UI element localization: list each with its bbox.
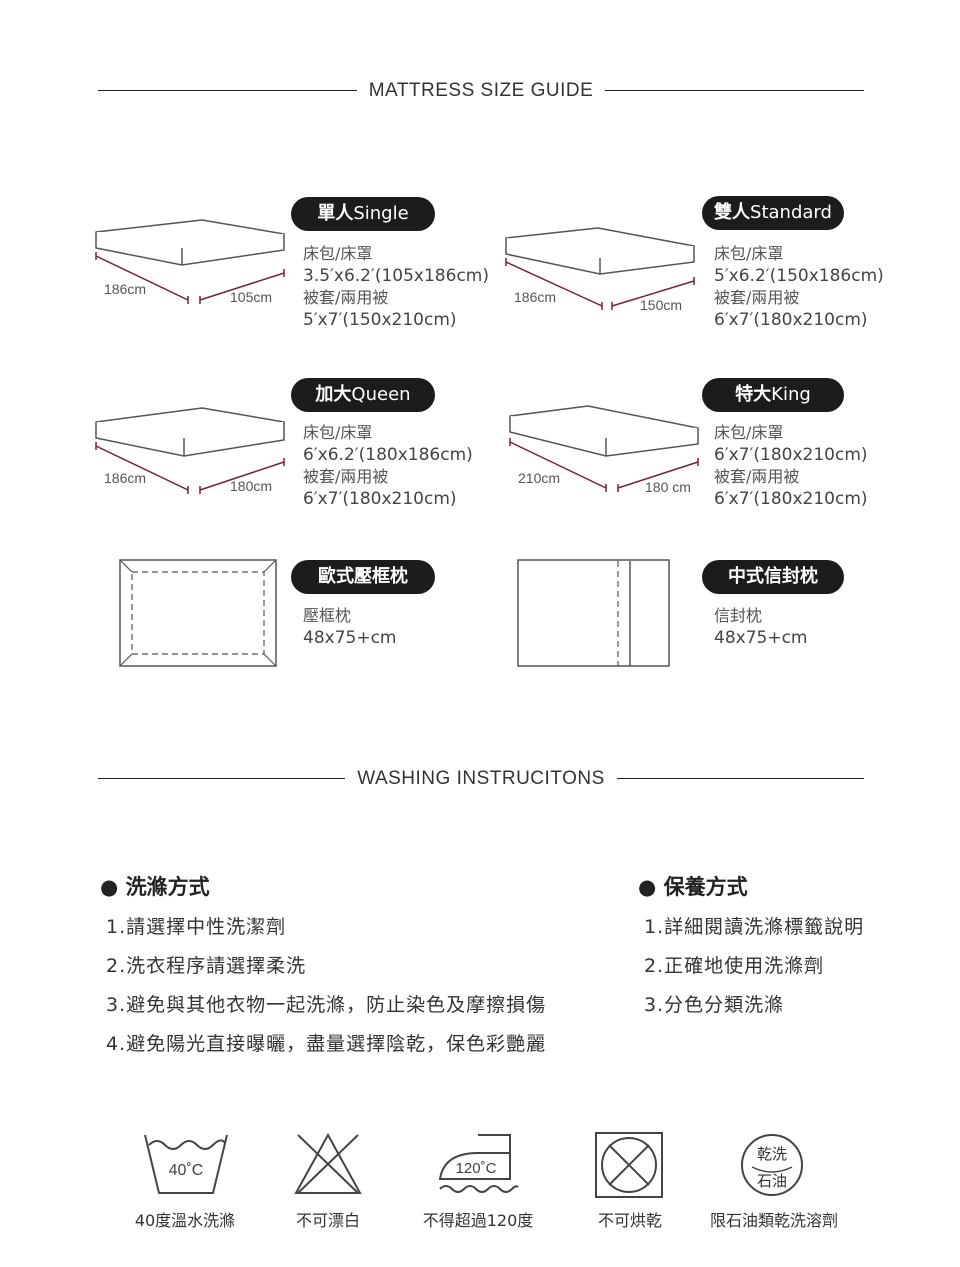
pillow-badge-envelope: 中式信封枕 bbox=[702, 560, 844, 594]
svg-text:120˚C: 120˚C bbox=[456, 1160, 497, 1177]
length-label: 186cm bbox=[104, 281, 147, 297]
spec-queen: 床包/床罩 6′x6.2′(180x186cm) 被套/兩用被 6′x7′(18… bbox=[303, 423, 473, 509]
list-item: 2.正確地使用洗滌劑 bbox=[644, 955, 825, 977]
list-item: 2.洗衣程序請選擇柔洗 bbox=[106, 955, 307, 977]
mattress-single-icon bbox=[92, 218, 288, 308]
divider-line bbox=[608, 778, 864, 779]
spec-standard: 床包/床罩 5′x6.2′(150x186cm) 被套/兩用被 6′x7′(18… bbox=[714, 244, 884, 330]
washing-method-heading: ● 洗滌方式 bbox=[100, 875, 210, 899]
size-badge-king: 特大King bbox=[702, 378, 844, 412]
mattress-standard-icon bbox=[502, 226, 698, 316]
width-label: 150cm bbox=[640, 297, 683, 313]
size-badge-standard: 雙人Standard bbox=[702, 196, 844, 230]
width-label: 180cm bbox=[230, 478, 273, 494]
dry-clean-petroleum-icon: 乾洗 石油 bbox=[739, 1133, 805, 1197]
svg-text:石油: 石油 bbox=[757, 1172, 787, 1190]
spec-euro-pillow: 壓框枕 48x75+cm bbox=[303, 606, 397, 648]
care-label: 不可漂白 bbox=[295, 1211, 360, 1230]
spec-envelope-pillow: 信封枕 48x75+cm bbox=[714, 606, 808, 648]
divider-line bbox=[98, 90, 370, 91]
list-item: 1.詳細閱讀洗滌標籤說明 bbox=[644, 916, 865, 938]
section-title: MATTRESS SIZE GUIDE bbox=[356, 80, 606, 101]
no-tumble-dry-icon bbox=[594, 1131, 664, 1199]
size-badge-queen: 加大Queen bbox=[291, 378, 435, 412]
washing-instructions-heading: WASHING INSTRUCITONS bbox=[98, 767, 864, 791]
euro-pillow-icon bbox=[119, 559, 277, 669]
length-label: 186cm bbox=[104, 470, 147, 486]
list-item: 4.避免陽光直接曝曬，盡量選擇陰乾，保色彩艷麗 bbox=[106, 1033, 547, 1055]
list-item: 1.請選擇中性洗潔劑 bbox=[106, 916, 287, 938]
iron-120-icon: 120˚C bbox=[436, 1131, 522, 1197]
pillow-badge-euro: 歐式壓框枕 bbox=[291, 560, 435, 594]
divider-line bbox=[98, 778, 354, 779]
care-method-heading: ● 保養方式 bbox=[638, 875, 748, 899]
mattress-size-guide-heading: MATTRESS SIZE GUIDE bbox=[98, 79, 864, 103]
spec-king: 床包/床罩 6′x7′(180x210cm) 被套/兩用被 6′x7′(180x… bbox=[714, 423, 868, 509]
size-badge-single: 單人Single bbox=[291, 197, 435, 231]
svg-text:40˚C: 40˚C bbox=[169, 1162, 204, 1179]
section-title: WASHING INSTRUCITONS bbox=[345, 768, 617, 789]
care-label: 限石油類乾洗溶劑 bbox=[709, 1211, 838, 1230]
care-label: 不得超過120度 bbox=[422, 1211, 534, 1230]
width-label: 105cm bbox=[230, 289, 273, 305]
mattress-king-icon bbox=[506, 404, 702, 496]
length-label: 210cm bbox=[518, 470, 561, 486]
list-item: 3.避免與其他衣物一起洗滌，防止染色及摩擦損傷 bbox=[106, 994, 547, 1016]
spec-single: 床包/床罩 3.5′x6.2′(105x186cm) 被套/兩用被 5′x7′(… bbox=[303, 244, 489, 330]
length-label: 186cm bbox=[514, 289, 557, 305]
no-bleach-icon bbox=[292, 1131, 364, 1197]
care-label: 不可烘乾 bbox=[597, 1211, 662, 1230]
width-label: 180 cm bbox=[645, 479, 691, 495]
divider-line bbox=[592, 90, 864, 91]
care-label: 40度溫水洗滌 bbox=[134, 1211, 236, 1230]
wash-40-icon: 40˚C bbox=[143, 1131, 229, 1197]
envelope-pillow-icon bbox=[517, 559, 671, 669]
mattress-queen-icon bbox=[92, 406, 288, 498]
list-item: 3.分色分類洗滌 bbox=[644, 994, 785, 1016]
svg-text:乾洗: 乾洗 bbox=[757, 1145, 787, 1163]
